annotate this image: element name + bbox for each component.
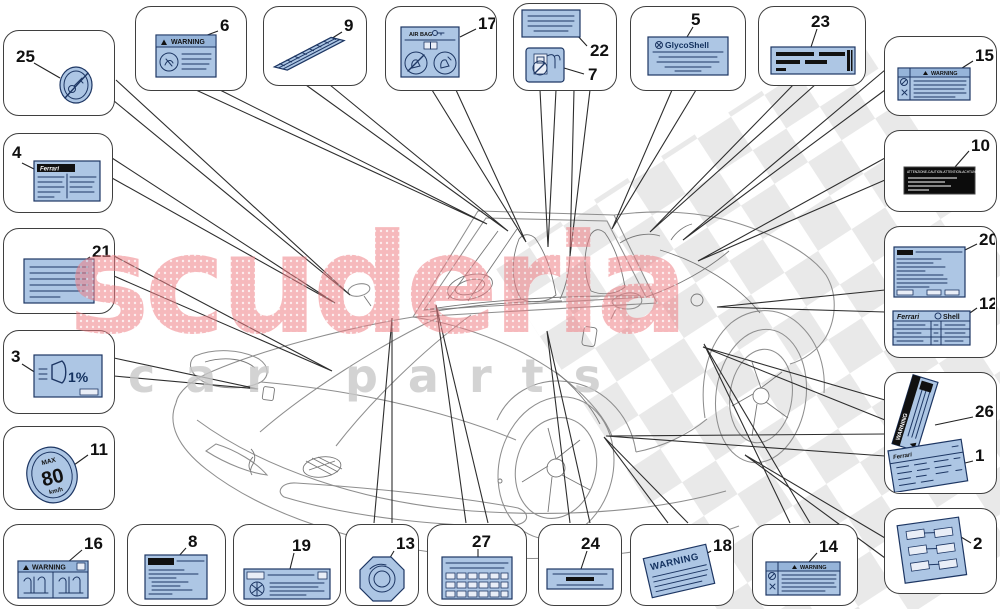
callout-number-3: 3	[11, 347, 20, 366]
callout-box-27[interactable]: 27	[427, 524, 527, 606]
callout-number-1: 1	[975, 446, 984, 465]
svg-text:WARNING: WARNING	[800, 565, 827, 571]
callout-box-3[interactable]: 1% 3	[3, 330, 115, 414]
svg-text:Shell: Shell	[943, 314, 960, 321]
callout-box-14[interactable]: WARNING 14	[752, 524, 858, 606]
svg-text:GlycoShell: GlycoShell	[665, 40, 709, 50]
warning-label-graphic: WARNING	[897, 67, 971, 101]
svg-text:AIR BAG: AIR BAG	[409, 32, 432, 38]
ferrari-shell-label-graphic: Ferrari Shell	[892, 310, 971, 346]
glycoshell-label-graphic: GlycoShell	[647, 36, 729, 76]
callout-box-5[interactable]: GlycoShell 5	[630, 6, 746, 91]
callout-number-11: 11	[90, 440, 108, 459]
airbag-label-graphic: AIR BAG	[400, 26, 460, 78]
callout-number-20: 20	[979, 230, 995, 249]
headlight-aim-label-graphic: 1%	[33, 354, 103, 398]
fuel-pump-icon	[525, 47, 565, 83]
callout-number-2: 2	[973, 534, 982, 553]
callout-number-27: 27	[472, 532, 491, 551]
callout-number-5: 5	[691, 10, 700, 29]
callout-box-6[interactable]: WARNING 6	[135, 6, 247, 91]
svg-text:MAX: MAX	[41, 457, 57, 467]
barcode-label-graphic	[770, 46, 856, 75]
callout-number-10: 10	[971, 136, 990, 155]
refrigerant-table-graphic	[441, 556, 513, 600]
callout-number-8: 8	[188, 532, 197, 551]
svg-text:ATTENZIONE-CAUTION-ATTENTION-A: ATTENZIONE-CAUTION-ATTENTION-ACHTUNG	[907, 170, 979, 174]
callout-number-14: 14	[819, 537, 838, 556]
service-label-graphic	[144, 554, 208, 600]
callout-number-19: 19	[292, 536, 311, 555]
vehicle-data-label-graphic: Ferrari	[33, 160, 101, 202]
caution-plate-graphic: ATTENZIONE-CAUTION-ATTENTION-ACHTUNG	[903, 166, 979, 195]
callout-box-19[interactable]: 19	[233, 524, 341, 606]
callout-number-17: 17	[478, 14, 495, 33]
car-outline	[172, 210, 835, 560]
callout-box-2[interactable]: 2	[884, 508, 997, 594]
callout-number-15: 15	[975, 46, 994, 65]
callout-number-26: 26	[975, 402, 994, 421]
callout-box-16[interactable]: WARNING 16	[3, 524, 115, 606]
callout-box-8[interactable]: 8	[127, 524, 226, 606]
callout-box-18[interactable]: WARNING 18	[630, 524, 734, 606]
callout-box-22-7[interactable]: 22 7	[513, 3, 617, 91]
callout-box-10[interactable]: ATTENZIONE-CAUTION-ATTENTION-ACHTUNG 10	[884, 130, 997, 212]
airbag-warning-label-graphic: WARNING	[17, 560, 89, 599]
callout-box-9[interactable]: 9	[263, 6, 367, 86]
svg-text:1%: 1%	[68, 369, 89, 385]
callout-box-24[interactable]: 24	[538, 524, 622, 606]
callout-box-17[interactable]: AIR BAG 17	[385, 6, 497, 91]
callout-number-13: 13	[396, 534, 415, 553]
speed-limit-badge: MAX 80 km/h	[26, 446, 78, 504]
mesh-grid-graphic	[272, 36, 346, 71]
svg-text:80: 80	[39, 465, 66, 492]
callout-number-18: 18	[713, 536, 732, 555]
callout-number-25: 25	[16, 47, 35, 66]
svg-text:km/h: km/h	[49, 487, 64, 496]
text-label-graphic	[23, 258, 95, 304]
warning-label-graphic: WARNING	[765, 561, 841, 596]
callout-box-13[interactable]: 13	[345, 524, 419, 606]
callout-box-15[interactable]: WARNING 15	[884, 36, 997, 116]
pointer-lines	[107, 69, 886, 559]
skewed-plate-graphic	[896, 516, 968, 584]
skewed-data-plate-graphic: Ferrari	[887, 438, 969, 492]
callout-number-24: 24	[581, 534, 600, 553]
callout-number-21: 21	[92, 242, 111, 261]
svg-text:WARNING: WARNING	[171, 39, 205, 46]
callout-number-4: 4	[12, 143, 22, 162]
emission-label-graphic	[893, 246, 966, 298]
svg-text:Ferrari: Ferrari	[40, 167, 59, 173]
callout-number-23: 23	[811, 12, 830, 31]
svg-text:Ferrari: Ferrari	[897, 314, 920, 321]
svg-text:Ferrari: Ferrari	[893, 452, 913, 461]
callout-number-9: 9	[344, 16, 353, 35]
warning-strip-graphic: WARNING	[891, 374, 939, 452]
svg-text:WARNING: WARNING	[32, 565, 66, 572]
ac-strip-label-graphic	[546, 568, 614, 590]
callout-box-26-1[interactable]: WARNING 26 Ferrari 1	[884, 372, 997, 494]
callout-number-16: 16	[84, 534, 103, 553]
svg-text:WARNING: WARNING	[931, 71, 958, 77]
callout-box-23[interactable]: 23	[758, 6, 866, 86]
callout-box-11[interactable]: MAX 80 km/h 11	[3, 426, 115, 510]
homologation-plate-graphic	[243, 568, 331, 600]
text-label-graphic	[521, 9, 581, 38]
callout-number-7: 7	[588, 65, 597, 84]
callout-box-20-12[interactable]: 20 Ferrari Shell 12	[884, 226, 997, 358]
callout-box-25[interactable]: 25	[3, 30, 115, 116]
callout-box-21[interactable]: 21	[3, 228, 115, 314]
tilted-warning-label-graphic: WARNING	[642, 543, 716, 599]
callout-number-6: 6	[220, 16, 229, 35]
warning-label-graphic: WARNING	[155, 34, 217, 78]
callout-number-22: 22	[590, 41, 609, 60]
octagonal-cap-graphic	[359, 556, 405, 602]
no-key-icon	[59, 66, 93, 104]
callout-number-12: 12	[979, 294, 995, 313]
callout-box-4[interactable]: Ferrari 4	[3, 133, 113, 213]
